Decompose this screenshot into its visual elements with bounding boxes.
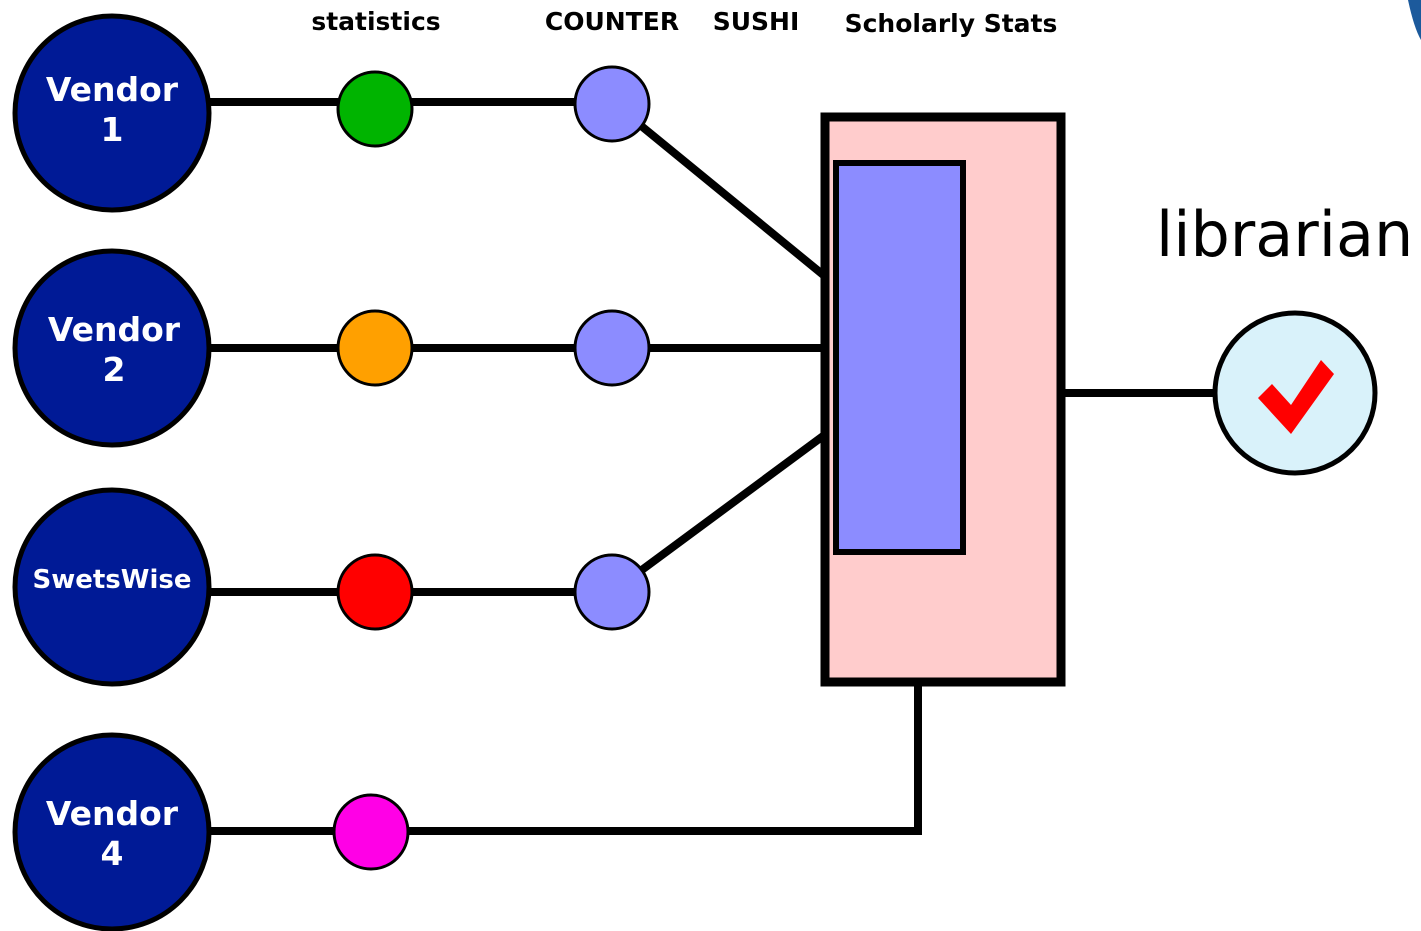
- vendor-4-label-line1: Vendor: [46, 794, 179, 833]
- counter-node-1: [573, 65, 651, 143]
- librarian-node: [1212, 310, 1378, 476]
- connections: [200, 98, 1216, 835]
- vendor-swetswise-circle: [12, 487, 212, 687]
- vendor-1-label-line1: Vendor: [46, 70, 179, 109]
- vendor-2: Vendor 2: [12, 248, 212, 448]
- counter-node-3: [573, 553, 651, 631]
- vendor-1-label-line2: 1: [101, 110, 124, 149]
- line-vendor4-scholarly: [200, 680, 922, 835]
- vendor-swetswise: SwetsWise: [12, 487, 212, 687]
- header-counter: COUNTER: [545, 7, 679, 36]
- counter-node-2: [573, 309, 651, 387]
- scholarly-stats-inner: [833, 160, 966, 555]
- logo-fragment: [1408, 0, 1421, 40]
- checkmark-icon: [1258, 360, 1334, 434]
- header-sushi: SUSHI: [713, 7, 800, 36]
- vendor-2-label-line2: 2: [103, 350, 126, 389]
- vendor-2-label-line1: Vendor: [48, 310, 181, 349]
- line-counter1-scholarly: [609, 98, 841, 291]
- vendor-swetswise-label: SwetsWise: [33, 565, 192, 595]
- vendor-1-circle: [12, 13, 212, 213]
- statistics-node-swetswise: [336, 553, 414, 631]
- line-counter3-scholarly: [609, 421, 841, 596]
- vendor-2-circle: [12, 248, 212, 448]
- vendor-1: Vendor 1: [12, 13, 212, 213]
- statistics-node-vendor4: [332, 793, 410, 871]
- vendor-4-circle: [12, 732, 212, 931]
- vendor-4: Vendor 4: [12, 732, 212, 931]
- header-statistics: statistics: [311, 7, 440, 36]
- librarian-circle: [1212, 310, 1378, 476]
- librarian-label: librarian: [1156, 198, 1413, 271]
- vendor-4-label-line2: 4: [101, 834, 124, 873]
- header-scholarly-stats: Scholarly Stats: [845, 9, 1058, 38]
- statistics-node-vendor1: [336, 70, 414, 148]
- statistics-node-vendor2: [336, 309, 414, 387]
